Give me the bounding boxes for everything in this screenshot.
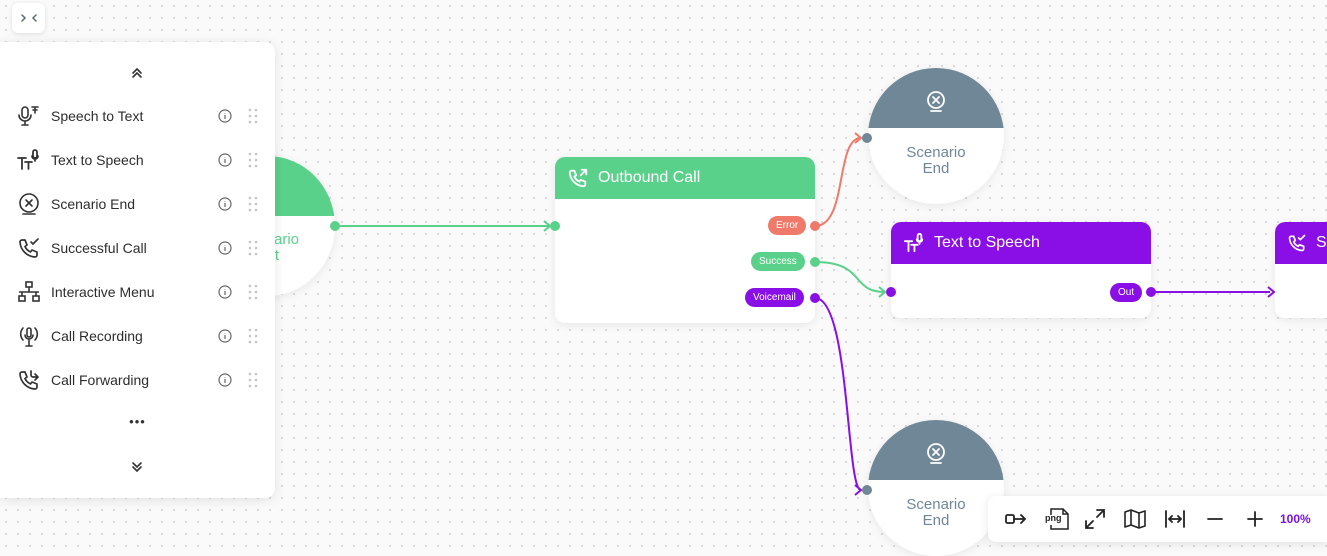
successful-call-node[interactable]: S [1275, 222, 1327, 318]
sidebar-item-label: Text to Speech [51, 152, 144, 168]
sidebar-item-successful-call[interactable]: Successful Call [0, 228, 275, 268]
sidebar-item-label: Call Forwarding [51, 372, 150, 388]
error-output-port[interactable] [810, 221, 820, 231]
png-label: png [1045, 513, 1062, 523]
more-items-button[interactable]: ••• [129, 414, 146, 429]
drag-handle-icon[interactable] [248, 196, 258, 212]
info-icon[interactable] [218, 153, 232, 167]
info-icon[interactable] [218, 285, 232, 299]
wire-success-to-tts [814, 261, 886, 293]
end-node-bottom-cap [868, 420, 1004, 480]
wire-error-to-end [814, 137, 862, 227]
call-forwarding-icon [17, 368, 41, 392]
scenario-end-icon [924, 89, 948, 113]
text-to-speech-icon [903, 232, 925, 254]
info-icon[interactable] [218, 109, 232, 123]
scroll-up-chevron-icon[interactable] [128, 64, 146, 82]
tts-node-title: Text to Speech [934, 234, 1040, 251]
canvas-toolbar: png 100% [988, 496, 1327, 542]
tts-node-header: Text to Speech [891, 222, 1151, 264]
node-palette-sidebar: Speech to Text Text to Speech Scenario E… [0, 42, 275, 498]
outbound-call-header: Outbound Call [555, 157, 815, 199]
tts-input-port[interactable] [886, 287, 896, 297]
output-success-pill: Success [751, 252, 805, 271]
info-icon[interactable] [218, 241, 232, 255]
start-label-line1: ario [273, 231, 299, 248]
output-out-pill: Out [1110, 283, 1143, 302]
scenario-end-icon [924, 441, 948, 465]
output-voicemail-pill: Voicemail [745, 288, 804, 307]
png-export-icon[interactable]: png [1043, 507, 1071, 531]
scenario-end-node-top[interactable]: Scenario End [868, 68, 1004, 204]
sidebar-item-label: Scenario End [51, 196, 136, 212]
drag-handle-icon[interactable] [248, 328, 258, 344]
outbound-call-node[interactable]: Outbound Call Error Success Voicemail [555, 157, 815, 323]
drag-handle-icon[interactable] [248, 108, 258, 124]
sidebar-item-label: Call Recording [51, 328, 143, 344]
sidebar-item-label: Interactive Menu [51, 284, 155, 300]
sidebar-item-interactive-menu[interactable]: Interactive Menu [0, 272, 275, 312]
zoom-in-icon[interactable] [1243, 507, 1267, 531]
fullscreen-icon[interactable] [1083, 507, 1107, 531]
text-to-speech-node[interactable]: Text to Speech Out [891, 222, 1151, 318]
call-recording-icon [17, 324, 41, 348]
drag-handle-icon[interactable] [248, 240, 258, 256]
export-icon[interactable] [1004, 507, 1028, 531]
end-node-top-label: Scenario End [868, 145, 1004, 177]
scroll-down-chevron-icon[interactable] [128, 458, 146, 476]
collapse-sidebar-button[interactable] [12, 3, 45, 33]
interactive-menu-icon [17, 280, 41, 304]
success-output-port[interactable] [810, 257, 820, 267]
speech-to-text-icon [17, 104, 41, 128]
drag-handle-icon[interactable] [248, 284, 258, 300]
successful-call-icon [17, 236, 41, 260]
zoom-out-icon[interactable] [1203, 507, 1227, 531]
collapse-arrows-icon [20, 13, 37, 23]
scenario-end-icon [17, 192, 41, 216]
successful-call-node-title: S [1316, 234, 1327, 251]
end-node-top-cap [868, 68, 1004, 128]
info-icon[interactable] [218, 197, 232, 211]
sidebar-item-text-to-speech[interactable]: Text to Speech [0, 140, 275, 180]
sidebar-item-call-forwarding[interactable]: Call Forwarding [0, 360, 275, 400]
zoom-level: 100% [1280, 512, 1311, 526]
end-top-line2: End [922, 160, 950, 177]
outbound-call-title: Outbound Call [598, 169, 701, 186]
outbound-call-icon [567, 167, 589, 189]
info-icon[interactable] [218, 373, 232, 387]
start-output-port[interactable] [330, 221, 340, 231]
end-bottom-line2: End [922, 512, 950, 529]
successful-call-icon [1287, 233, 1307, 253]
voicemail-output-port[interactable] [810, 293, 820, 303]
fit-width-icon[interactable] [1163, 507, 1187, 531]
sidebar-item-label: Successful Call [51, 240, 147, 256]
end-node-bottom-label: Scenario End [868, 497, 1004, 529]
tts-output-port[interactable] [1146, 287, 1156, 297]
drag-handle-icon[interactable] [248, 152, 258, 168]
outbound-input-port[interactable] [550, 221, 560, 231]
minimap-icon[interactable] [1123, 507, 1147, 531]
end-bottom-input-port[interactable] [862, 485, 872, 495]
end-top-line1: Scenario [906, 144, 966, 161]
sidebar-item-scenario-end[interactable]: Scenario End [0, 184, 275, 224]
text-to-speech-icon [17, 148, 41, 172]
end-top-input-port[interactable] [862, 133, 872, 143]
info-icon[interactable] [218, 329, 232, 343]
drag-handle-icon[interactable] [248, 372, 258, 388]
output-error-pill: Error [768, 216, 807, 235]
scenario-end-node-bottom[interactable]: Scenario End [868, 420, 1004, 556]
sidebar-item-label: Speech to Text [51, 108, 144, 124]
wire-voicemail-to-end [814, 297, 862, 491]
end-bottom-line1: Scenario [906, 496, 966, 513]
sidebar-item-speech-to-text[interactable]: Speech to Text [0, 96, 275, 136]
successful-call-node-header: S [1275, 222, 1327, 264]
sidebar-item-call-recording[interactable]: Call Recording [0, 316, 275, 356]
